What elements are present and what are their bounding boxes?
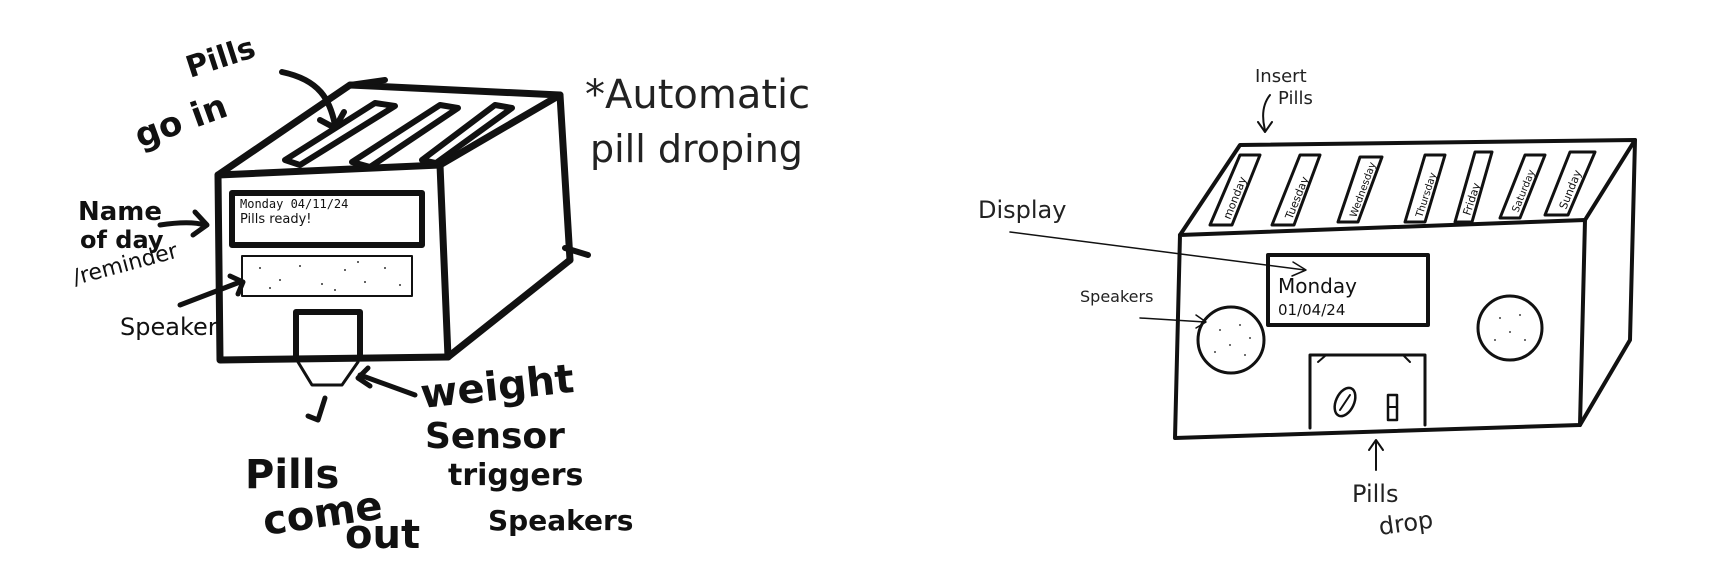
right-speaker-left xyxy=(1196,305,1266,375)
right-box-side xyxy=(1578,138,1637,427)
right-display-date: 01/04/24 xyxy=(1278,301,1345,319)
right-arrow-speakers xyxy=(1139,317,1206,323)
label-name: Name xyxy=(78,197,162,227)
label-insert: Insert xyxy=(1255,66,1307,87)
label-insert-pills: Pills xyxy=(1278,88,1313,109)
right-arrow-speakers-head xyxy=(1195,314,1207,329)
right-arrow-insert xyxy=(1262,94,1271,131)
day-label-monday: monday xyxy=(1221,174,1250,221)
left-arrow-pills-go-in xyxy=(279,69,338,128)
left-box-top xyxy=(214,81,564,179)
slot-friday xyxy=(1453,150,1494,224)
label-display: Display xyxy=(978,196,1066,224)
note-automatic: *Automatic xyxy=(585,72,810,118)
label-go-in: go in xyxy=(129,86,232,156)
label-out: out xyxy=(345,512,420,558)
left-display-line1: Monday 04/11/24 xyxy=(240,197,348,211)
left-arrow-speaker-head xyxy=(227,273,246,297)
left-arrow-pills-come-out xyxy=(305,395,328,423)
label-of-day: of day xyxy=(80,226,164,254)
right-speaker-right xyxy=(1476,294,1544,362)
right-compartment-mark-2 xyxy=(1403,355,1411,363)
left-arrow-name-of-day xyxy=(157,220,208,228)
label-speakers-left: Speakers xyxy=(488,504,633,537)
speaker-dots xyxy=(1214,314,1526,356)
right-compartment-mark-1 xyxy=(1317,355,1326,363)
left-arrow-name-of-day-head xyxy=(190,209,210,238)
left-pill-outlet xyxy=(293,309,363,361)
label-sensor: Sensor xyxy=(425,416,565,457)
left-box-front-edges xyxy=(214,171,452,364)
right-display-day: Monday xyxy=(1278,274,1357,298)
right-display xyxy=(1266,253,1430,327)
right-day-slots xyxy=(1208,150,1597,227)
slot-tuesday xyxy=(1270,153,1322,227)
note-pill-droping: pill droping xyxy=(590,127,803,171)
right-arrow-display xyxy=(1009,231,1306,271)
label-triggers: triggers xyxy=(448,458,583,493)
day-label-tuesday: Tuesday xyxy=(1282,174,1311,222)
right-arrow-display-head xyxy=(1291,261,1307,277)
label-pills-right: Pills xyxy=(1352,480,1398,508)
left-slot-2 xyxy=(349,102,461,170)
right-sketch: monday Tuesday Wednesday Thursday Friday… xyxy=(978,66,1637,541)
right-box-front xyxy=(1173,218,1587,440)
right-arrow-pills-drop-head xyxy=(1368,439,1384,451)
right-pill-compartment xyxy=(1308,353,1427,430)
right-box-top xyxy=(1178,138,1637,237)
slot-sunday xyxy=(1543,150,1597,217)
left-box-side xyxy=(436,161,574,361)
left-arrow-weight-head xyxy=(355,365,373,389)
label-weight: weight xyxy=(418,356,576,418)
label-speakers-right: Speakers xyxy=(1080,287,1153,306)
pill-oval-line xyxy=(1339,394,1351,411)
left-box-top-tick xyxy=(347,77,388,88)
left-speaker-dots xyxy=(259,261,401,291)
right-arrow-insert-head xyxy=(1257,121,1273,133)
left-slot-1 xyxy=(282,100,398,168)
slot-thursday xyxy=(1403,153,1447,224)
left-slot-3 xyxy=(419,102,515,166)
label-pills-go: Pills xyxy=(182,30,260,85)
left-display-line2: Pills ready! xyxy=(240,212,311,227)
label-pills-left: Pills xyxy=(245,452,339,498)
slot-wednesday xyxy=(1336,155,1384,224)
slot-monday xyxy=(1208,153,1262,227)
left-sketch: Monday 04/11/24 Pills ready! Pills go in… xyxy=(70,30,810,558)
left-display xyxy=(229,190,425,248)
left-box-corner-tick xyxy=(562,245,591,258)
left-arrow-weight xyxy=(357,372,418,398)
pill-oval xyxy=(1333,386,1357,418)
label-speaker: Speaker xyxy=(120,313,218,341)
left-pill-tray xyxy=(296,360,360,387)
slot-saturday xyxy=(1498,153,1547,220)
label-drop: drop xyxy=(1377,506,1435,541)
left-arrow-speaker xyxy=(177,279,243,308)
left-box-back-edge xyxy=(556,91,574,264)
left-speaker-grille xyxy=(241,255,413,297)
left-arrow-pills-go-in-head xyxy=(317,109,347,131)
